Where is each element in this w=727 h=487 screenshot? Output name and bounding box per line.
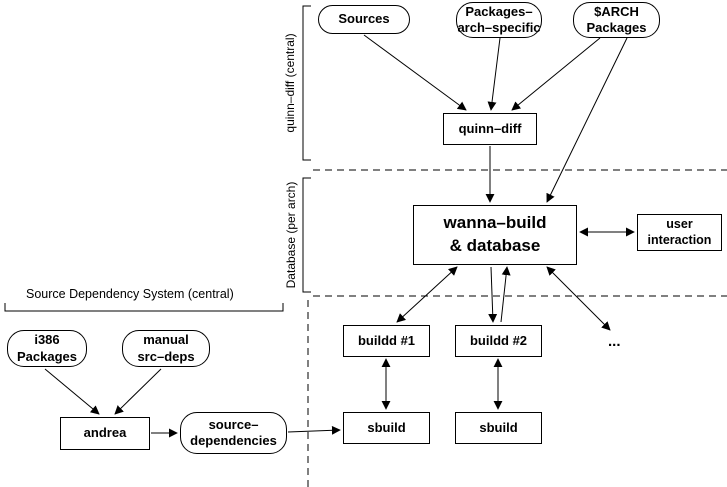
- user-interaction-line1: user: [666, 216, 693, 231]
- manual-src-deps-line1: manual: [143, 332, 189, 348]
- arrow-packagesarch-to-quinndiff: [487, 37, 501, 111]
- sources-label: Sources: [338, 11, 390, 27]
- user-interaction-line2: interaction: [647, 232, 712, 247]
- sbuild1-label: sbuild: [367, 419, 406, 435]
- manual-src-deps-line2: src–deps: [137, 348, 195, 364]
- source-dependencies-node: source– dependencies: [180, 412, 287, 454]
- arrow-wannabuild-buildd1: [396, 266, 458, 323]
- i386-packages-line2: Packages: [17, 348, 77, 364]
- arch-packages-line2: Packages: [586, 20, 647, 35]
- andrea-node: andrea: [60, 417, 150, 450]
- arrow-wannabuild-buildd2-down: [488, 266, 498, 323]
- andrea-label: andrea: [83, 425, 127, 441]
- source-dep-section-bracket: [4, 303, 284, 312]
- wanna-build-node: wanna–build & database: [413, 205, 577, 265]
- wanna-build-line2: & database: [449, 236, 541, 255]
- i386-packages-node: i386 Packages: [7, 330, 87, 367]
- arrow-archpackages-to-wannabuild: [546, 37, 628, 203]
- arrow-wannabuild-buildd2-up: [500, 266, 511, 323]
- sbuild2-label: sbuild: [479, 419, 518, 435]
- buildd2-label: buildd #2: [469, 332, 528, 348]
- buildd1-label: buildd #1: [357, 332, 416, 348]
- more-buildds-ellipsis: ...: [608, 333, 621, 350]
- arrow-manualsrcdeps-to-andrea: [114, 368, 162, 415]
- source-dep-section-label: Source Dependency System (central): [26, 287, 234, 301]
- packages-arch-line1: Packages–: [465, 3, 533, 19]
- i386-packages-line1: i386: [34, 332, 60, 348]
- buildd2-node: buildd #2: [455, 325, 542, 357]
- quinn-diff-section-label: quinn–diff (central): [283, 33, 297, 133]
- manual-src-deps-node: manual src–deps: [122, 330, 210, 367]
- database-section-bracket: [302, 177, 311, 293]
- quinn-diff-section-bracket: [302, 5, 311, 161]
- arrow-sourcedeps-to-sbuild1: [287, 425, 341, 435]
- database-section-label: Database (per arch): [284, 181, 298, 289]
- source-dependencies-line2: dependencies: [190, 433, 277, 448]
- arrow-sources-to-quinndiff: [363, 34, 467, 111]
- arrow-wannabuild-ellipsis: [546, 266, 611, 331]
- arrow-i386-to-andrea: [44, 368, 100, 415]
- buildd1-node: buildd #1: [343, 325, 430, 357]
- arrow-archpackages-to-quinndiff: [511, 37, 601, 111]
- sbuild1-node: sbuild: [343, 412, 430, 444]
- packages-arch-specific-node: Packages– arch–specific: [456, 2, 542, 38]
- sources-node: Sources: [318, 5, 410, 34]
- sbuild2-node: sbuild: [455, 412, 542, 444]
- quinn-diff-node: quinn–diff: [443, 113, 537, 145]
- arch-packages-node: $ARCH Packages: [573, 2, 660, 38]
- quinn-diff-label: quinn–diff: [458, 120, 522, 136]
- arch-packages-line1: $ARCH: [594, 3, 639, 19]
- source-dependencies-line1: source–: [208, 416, 259, 432]
- user-interaction-node: user interaction: [637, 214, 722, 251]
- packages-arch-line2: arch–specific: [457, 20, 541, 35]
- wanna-build-line1: wanna–build: [443, 213, 547, 233]
